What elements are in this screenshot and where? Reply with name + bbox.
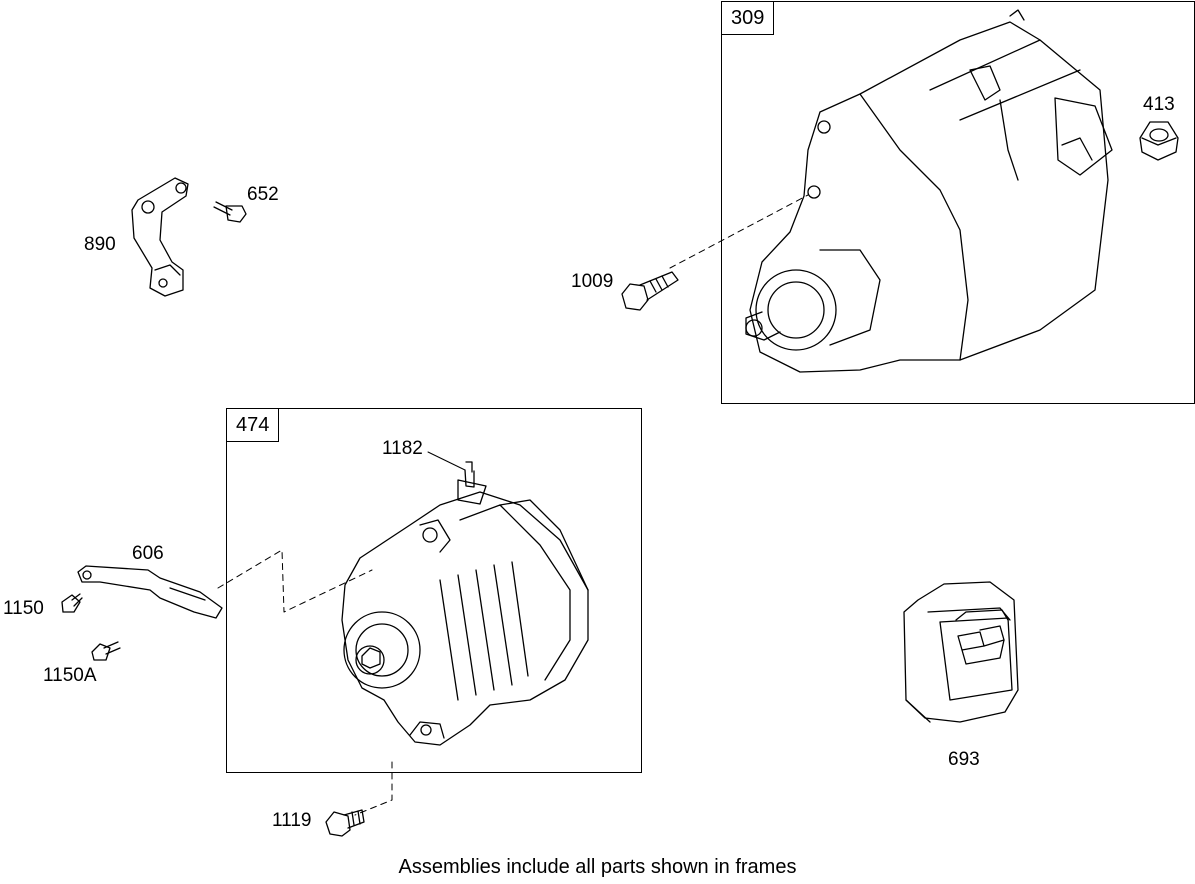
screw-652-drawing — [213, 201, 247, 223]
callout-1182[interactable]: 1182 — [382, 438, 423, 459]
frame-label-starter[interactable]: 309 — [722, 2, 775, 35]
frame-label-alternator[interactable]: 474 — [227, 409, 280, 442]
callout-413[interactable]: 413 — [1143, 94, 1175, 115]
bolt-1009-drawing — [621, 271, 679, 311]
callout-1119[interactable]: 1119 — [272, 810, 312, 831]
callout-1150A[interactable]: 1150A — [43, 665, 97, 686]
adjuster-strap-606-drawing — [77, 565, 223, 619]
diagram-caption: Assemblies include all parts shown in fr… — [398, 856, 797, 878]
callout-1009[interactable]: 1009 — [571, 271, 614, 292]
starter-motor-drawing — [745, 9, 1113, 373]
callout-1150[interactable]: 1150 — [3, 598, 44, 619]
starter-assembly-frame: 309 — [721, 1, 1195, 404]
terminal-1182-drawing — [427, 451, 487, 505]
callout-890[interactable]: 890 — [84, 234, 116, 255]
callout-652[interactable]: 652 — [247, 184, 279, 205]
regulator-693-drawing — [903, 581, 1019, 723]
alternator-drawing — [341, 491, 589, 746]
bolt-1119-drawing — [325, 809, 365, 837]
screw-1150A-drawing — [91, 641, 121, 661]
callout-606[interactable]: 606 — [132, 543, 164, 564]
leader-1119 — [354, 761, 393, 816]
nut-413-drawing — [1139, 121, 1179, 161]
screw-1150-drawing — [61, 593, 83, 613]
leader-606 — [217, 549, 373, 613]
alternator-assembly-frame: 474 — [226, 408, 642, 773]
leader-1009 — [669, 194, 809, 269]
bracket-890-drawing — [131, 177, 189, 297]
callout-693[interactable]: 693 — [948, 749, 980, 770]
